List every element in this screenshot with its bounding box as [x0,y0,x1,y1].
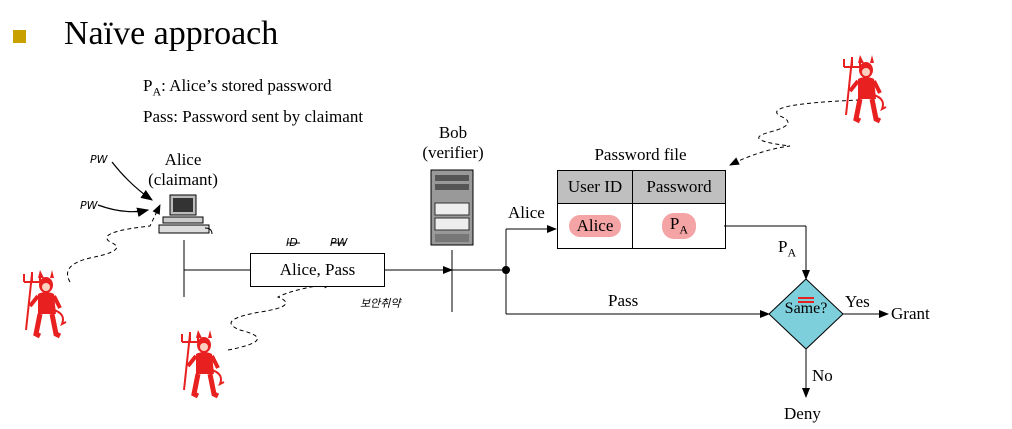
verifier-label: Bob (verifier) [422,123,484,162]
pa-definition: PA: Alice’s stored password [143,76,332,99]
password-file-title: Password file [594,145,687,164]
junction-dot [502,266,510,274]
devil-icon [24,270,66,336]
cell-password: PA [632,203,726,249]
handwritten-id: ID [286,236,298,249]
handwritten-pw: PW [330,236,348,249]
header-user-id: User ID [557,170,633,204]
pass-definition: Pass: Password sent by claimant [143,107,364,127]
claimant-label: Alice (claimant) [148,150,218,189]
deny-label: Deny [784,404,821,423]
devil-icon [844,55,886,121]
yes-label: Yes [845,292,870,311]
alice-arrow-label: Alice [508,203,545,222]
definitions: PA: Alice’s stored password Pass: Passwo… [143,73,363,129]
handwritten-korean-note: 보안취약 [360,297,401,310]
slide-title: Naïve approach [64,15,279,52]
handwritten-pw-left: PW [80,199,98,212]
decision-diamond [768,278,844,350]
handwritten-pw-top: PW [90,153,108,166]
message-box: Alice, Pass [250,253,385,287]
handwritten-arrows [97,161,153,217]
eavesdrop-paths [67,99,861,351]
header-password: Password [632,170,726,204]
grant-label: Grant [891,304,930,323]
bullet-icon [13,30,26,43]
server-icon [430,169,474,246]
pa-arrow-label: PA [778,237,797,260]
network-lines [183,225,889,398]
pass-arrow-label: Pass [608,291,639,310]
no-label: No [812,366,833,385]
computer-icon [158,194,213,235]
cell-user-id: Alice [557,203,633,249]
devil-icon [182,330,224,396]
password-file-table: User ID Password Alice PA [557,170,726,249]
decision-question: Same? [784,300,828,317]
